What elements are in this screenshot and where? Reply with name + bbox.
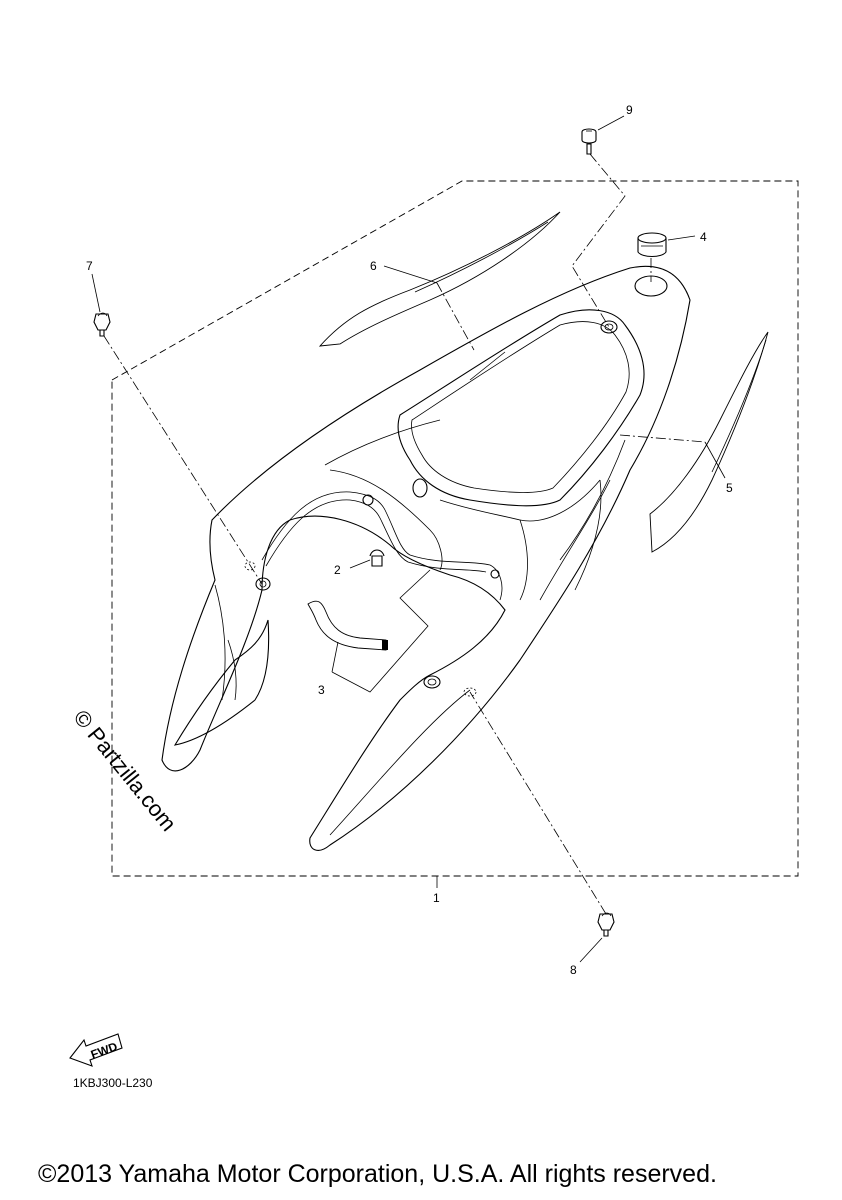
callout-line-6 xyxy=(383,265,438,284)
wire-harness-inner xyxy=(265,499,487,573)
callout-5: 5 xyxy=(726,481,733,495)
leader-part-5 xyxy=(619,434,706,443)
bolt-part-8[interactable] xyxy=(597,912,615,937)
leader-screw-9 xyxy=(571,153,626,328)
diagram-code: 1KBJ300-L230 xyxy=(73,1076,153,1090)
callout-line-4 xyxy=(667,235,696,241)
leader-part-2 xyxy=(349,559,371,569)
tail-cowl-part-1[interactable] xyxy=(161,265,691,851)
callout-line-9 xyxy=(597,115,625,131)
leader-bolt-8 xyxy=(469,691,607,915)
bolt-part-7[interactable] xyxy=(93,312,111,337)
copyright-notice: ©2013 Yamaha Motor Corporation, U.S.A. A… xyxy=(38,1160,717,1188)
top-stripe-part-6[interactable] xyxy=(318,211,561,347)
callout-line-7 xyxy=(91,273,101,313)
callout-6: 6 xyxy=(370,259,377,273)
callout-line-5 xyxy=(704,441,726,479)
fwd-arrow-icon: FWD xyxy=(69,1033,123,1067)
callout-3: 3 xyxy=(318,683,325,697)
callout-1: 1 xyxy=(433,891,440,905)
callout-line-8 xyxy=(579,937,603,963)
assembly-boundary xyxy=(111,180,799,877)
callout-line-3 xyxy=(331,569,431,693)
trim-strip-part-3[interactable] xyxy=(307,600,388,651)
cap-part-4[interactable] xyxy=(637,232,667,258)
wire-clip-2 xyxy=(490,569,500,579)
leader-bolt-7 xyxy=(103,335,263,585)
side-stripe-part-5[interactable] xyxy=(649,331,769,553)
leader-part-6 xyxy=(436,282,475,351)
callout-9: 9 xyxy=(626,103,633,117)
wire-harness xyxy=(261,491,503,601)
callout-8: 8 xyxy=(570,963,577,977)
callout-7: 7 xyxy=(86,259,93,273)
screw-part-9[interactable] xyxy=(581,128,597,155)
callout-2: 2 xyxy=(334,563,341,577)
clip-part-2[interactable] xyxy=(369,549,385,567)
callout-4: 4 xyxy=(700,230,707,244)
wire-clip xyxy=(362,494,374,506)
